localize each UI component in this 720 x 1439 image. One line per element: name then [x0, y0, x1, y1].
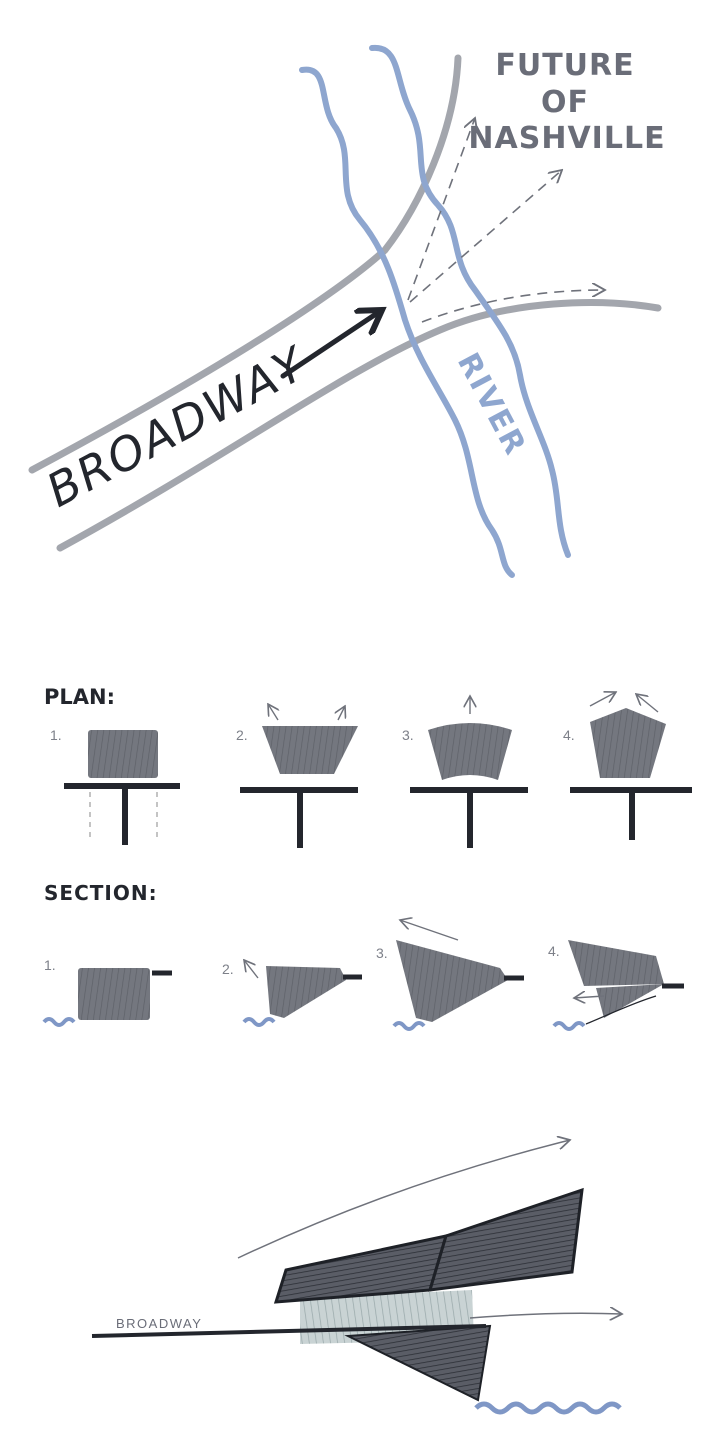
section-study-2: 2. [222, 960, 362, 1027]
map-title-line2: OF [541, 85, 589, 120]
section-3-arrow [400, 920, 459, 941]
plan-step-3-label: 3. [402, 727, 414, 743]
section-heading: SECTION: [44, 881, 158, 905]
perspective-water [474, 1401, 622, 1415]
perspective-river-arrow [469, 1313, 622, 1318]
perspective-sketch: BROADWAY [91, 1140, 622, 1415]
broadway-direction-arrow [280, 310, 382, 379]
cantilever-upper-right [427, 1187, 584, 1292]
site-map: FUTURE OF NASHVILLE BROADWAY RIVER [28, 44, 665, 578]
perspective-street-line [91, 1324, 487, 1338]
section-4-water [552, 1021, 586, 1031]
road-edge-lower [56, 299, 662, 552]
section-study-3: 3. [376, 920, 524, 1031]
map-title-line3: NASHVILLE [468, 121, 665, 156]
section-studies: SECTION: 1. 2. 3. 4. [42, 881, 684, 1031]
road-edge-upper [28, 54, 462, 474]
section-4-ground [585, 995, 657, 1025]
plan-study-1: 1. [50, 727, 180, 845]
section-2-water [242, 1017, 276, 1027]
section-1-block [78, 968, 150, 1020]
plan-1-block [88, 730, 158, 778]
section-2-arrow [244, 960, 259, 979]
plan-4-block [590, 708, 666, 778]
map-title-line1: FUTURE [495, 48, 634, 83]
perspective-sky-arrow [237, 1140, 570, 1259]
section-2-block [266, 966, 346, 1018]
plan-studies: PLAN: 1. 2. 3. 4. [44, 685, 692, 848]
section-step-1-label: 1. [44, 957, 56, 973]
plan-step-1-label: 1. [50, 727, 62, 743]
section-4-upper-block [568, 940, 664, 986]
section-3-water [392, 1021, 426, 1031]
section-step-3-label: 3. [376, 945, 388, 961]
future-arrow-east [421, 290, 605, 323]
plan-study-2: 2. [236, 704, 358, 848]
section-step-2-label: 2. [222, 961, 234, 977]
section-study-4: 4. [548, 940, 684, 1031]
plan-2-arrow-left [268, 704, 278, 721]
plan-2-arrow-right [338, 706, 345, 721]
plan-study-3: 3. [402, 696, 528, 848]
plan-2-block [262, 726, 358, 774]
plan-4-arrow-left [589, 692, 616, 707]
plan-step-4-label: 4. [563, 727, 575, 743]
perspective-broadway-label: BROADWAY [116, 1316, 202, 1331]
cantilever-upper-left [273, 1234, 449, 1304]
plan-step-2-label: 2. [236, 727, 248, 743]
future-arrow-north [407, 118, 475, 301]
section-4-arrow [574, 996, 605, 998]
plan-study-4: 4. [563, 692, 692, 840]
section-3-block [396, 940, 508, 1022]
broadway-street-label: BROADWAY [38, 335, 317, 518]
lower-wedge [344, 1324, 492, 1402]
river-bank-east [369, 44, 571, 558]
section-study-1: 1. [42, 957, 172, 1027]
plan-heading: PLAN: [44, 685, 115, 709]
river-bank-west [299, 66, 515, 578]
future-arrow-northeast [409, 170, 562, 303]
plan-4-arrow-right [636, 694, 659, 713]
section-4-lower-wedge [596, 984, 664, 1018]
section-1-water [42, 1017, 76, 1027]
section-step-4-label: 4. [548, 943, 560, 959]
plan-3-block [428, 723, 512, 780]
